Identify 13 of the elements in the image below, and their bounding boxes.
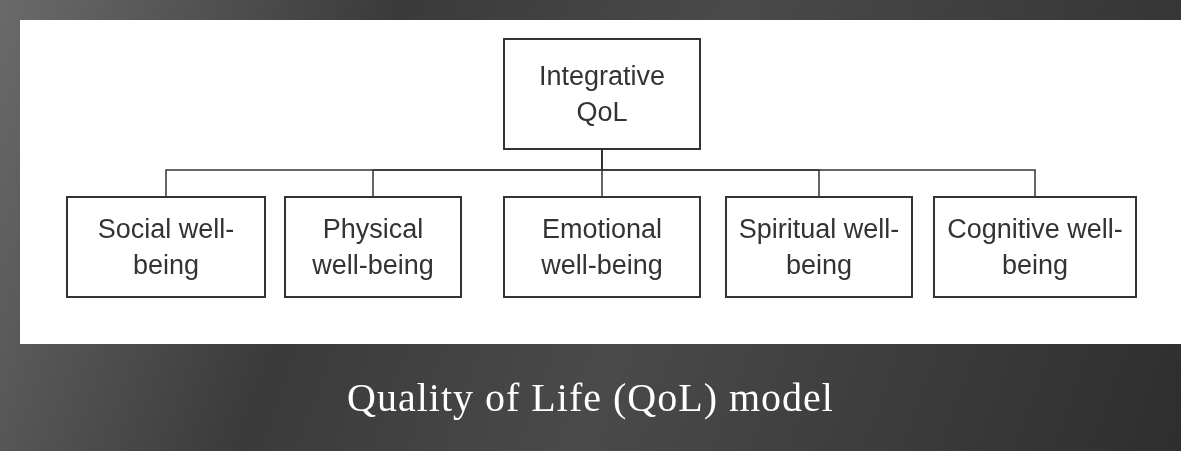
category-box — [933, 196, 1137, 298]
category-box — [725, 196, 913, 298]
box-label: Emotional well-being — [540, 213, 664, 282]
box-label: Integrative QoL — [537, 60, 667, 129]
slide-title: Quality of Life (QoL) model — [347, 374, 834, 422]
category-box — [284, 196, 462, 298]
category-box — [503, 196, 701, 298]
box-label: Spiritual well-being — [737, 213, 901, 282]
box-label: Social well-being — [96, 213, 236, 282]
box-label: Cognitive well-being — [946, 213, 1124, 282]
box-label: Physical well-being — [311, 213, 435, 282]
category-box — [503, 38, 701, 150]
category-box — [66, 196, 266, 298]
